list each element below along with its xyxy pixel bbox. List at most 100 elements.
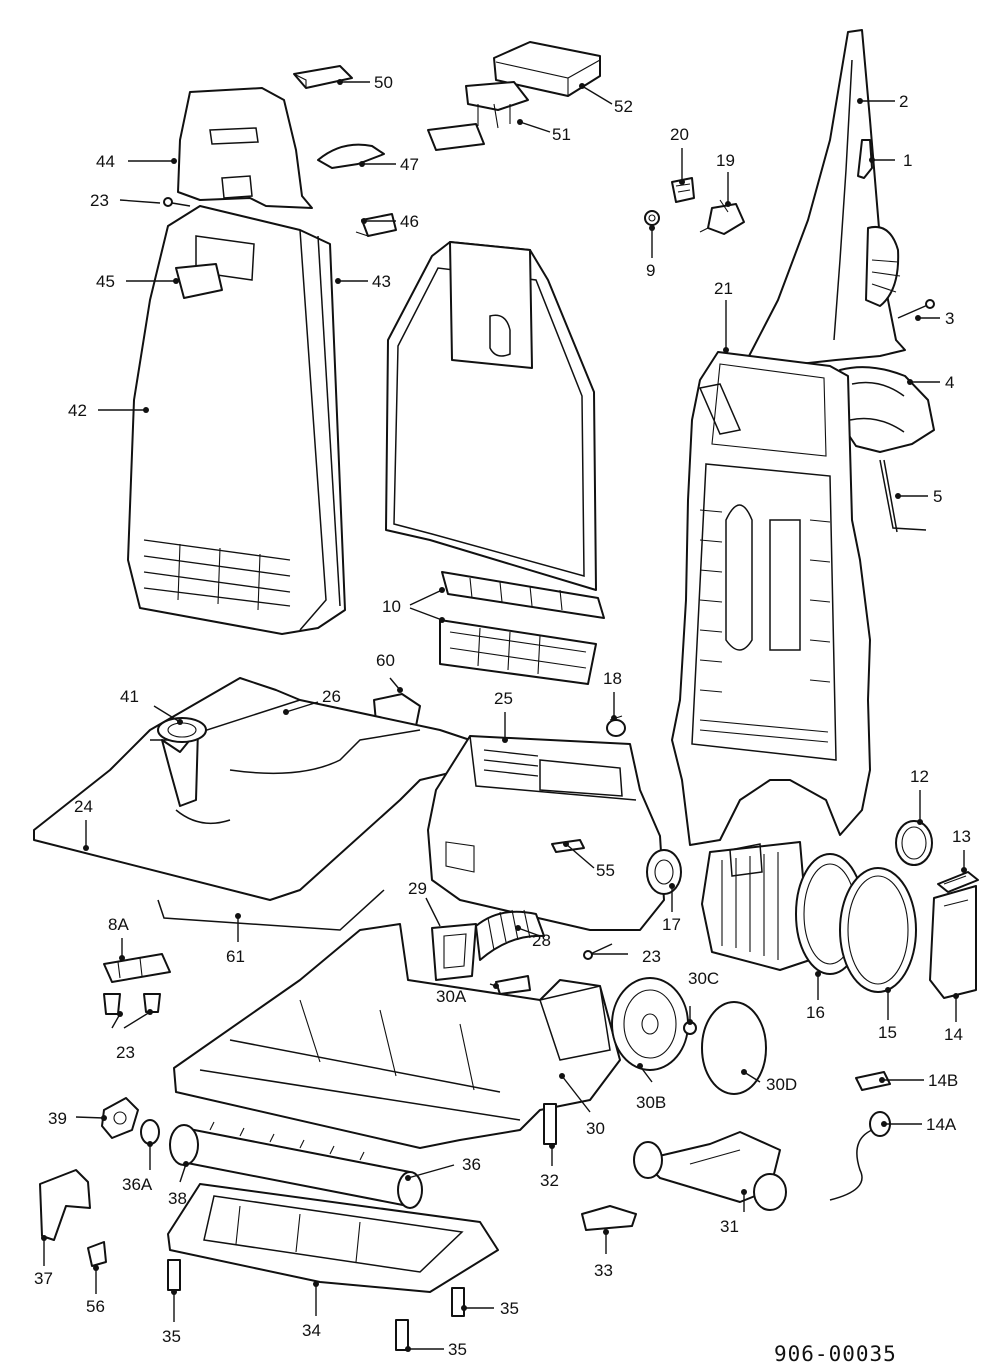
label-14a: 14A [926, 1115, 957, 1134]
label-39: 39 [48, 1109, 67, 1128]
part-30-base [173, 923, 621, 1149]
part-46-clip [355, 213, 397, 237]
part-9-washer [644, 210, 660, 226]
leader-lines [41, 79, 967, 1352]
label-30: 30 [586, 1119, 605, 1138]
part-31-wheel-carriage [633, 1131, 787, 1211]
part-20-switch [671, 177, 695, 203]
label-10: 10 [382, 597, 401, 616]
label-23-mid: 23 [642, 947, 661, 966]
label-30a: 30A [436, 987, 467, 1006]
label-42: 42 [68, 401, 87, 420]
part-44-top-cap [177, 87, 313, 209]
part-30a-axle [495, 975, 531, 995]
label-30d: 30D [766, 1075, 797, 1094]
label-51: 51 [552, 125, 571, 144]
label-46: 46 [400, 212, 419, 231]
label-41: 41 [120, 687, 139, 706]
label-32: 32 [540, 1171, 559, 1190]
label-56: 56 [86, 1297, 105, 1316]
label-30b: 30B [636, 1093, 666, 1112]
part-28-hose [475, 909, 545, 961]
drawing-reference-number: 906-00035 [774, 1342, 897, 1366]
label-4: 4 [945, 373, 954, 392]
part-35-screws [167, 1259, 465, 1351]
part-51-switch-assembly [427, 81, 529, 151]
label-61: 61 [226, 947, 245, 966]
part-37-guard [39, 1169, 91, 1241]
label-35-bottom: 35 [448, 1340, 467, 1359]
part-3-screw [865, 226, 935, 319]
part-32-screw [543, 1103, 557, 1145]
part-29-elbow [431, 923, 477, 981]
part-33-bracket [581, 1205, 637, 1231]
label-34: 34 [302, 1321, 321, 1340]
part-14-filter-housing [929, 885, 977, 999]
part-2-handle [747, 29, 906, 369]
part-23-screw-mid [583, 943, 613, 960]
label-12: 12 [910, 767, 929, 786]
part-36a-bearing [140, 1119, 160, 1145]
part-50-clip [293, 65, 353, 89]
label-45: 45 [96, 272, 115, 291]
label-30c: 30C [688, 969, 719, 988]
label-38: 38 [168, 1189, 187, 1208]
label-50: 50 [374, 73, 393, 92]
label-23-left: 23 [116, 1043, 135, 1062]
label-36a: 36A [122, 1175, 153, 1194]
part-12-ring [895, 820, 933, 866]
label-24: 24 [74, 797, 93, 816]
part-23-screw-top [163, 197, 191, 207]
label-23-top: 23 [90, 191, 109, 210]
part-4-hose-cuff [835, 366, 935, 453]
part-30b-wheel [611, 977, 689, 1071]
part-39-bearing [101, 1097, 139, 1139]
label-25: 25 [494, 689, 513, 708]
label-28: 28 [532, 931, 551, 950]
part-14b-label [855, 1071, 891, 1091]
part-45-latch [175, 263, 223, 299]
part-14a-cord [829, 1111, 891, 1201]
part-15-fan-ring [839, 867, 917, 993]
part-30d-cap [701, 1001, 767, 1095]
label-47: 47 [400, 155, 419, 174]
label-33: 33 [594, 1261, 613, 1280]
label-14: 14 [944, 1025, 963, 1044]
label-16: 16 [806, 1003, 825, 1022]
part-42-bag-cover [127, 205, 346, 635]
label-1: 1 [903, 151, 912, 170]
part-21-body-shell [671, 351, 871, 846]
part-61-rod [157, 889, 385, 931]
label-37: 37 [34, 1269, 53, 1288]
label-5: 5 [933, 487, 942, 506]
part-8a-bracket [103, 953, 171, 983]
label-36: 36 [462, 1155, 481, 1174]
callout-labels: 2 1 3 4 5 8A 9 10 12 13 14 14A 14B 15 16… [34, 73, 971, 1366]
label-13: 13 [952, 827, 971, 846]
label-55: 55 [596, 861, 615, 880]
label-17: 17 [662, 915, 681, 934]
label-15: 15 [878, 1023, 897, 1042]
label-9: 9 [646, 261, 655, 280]
bag [385, 241, 597, 591]
part-25-motor-cover [427, 735, 665, 931]
label-52: 52 [614, 97, 633, 116]
label-21: 21 [714, 279, 733, 298]
part-5-cord-wrap [879, 459, 927, 533]
part-13-filter [937, 871, 979, 893]
label-2: 2 [899, 92, 908, 111]
label-14b: 14B [928, 1071, 958, 1090]
part-47-latch [317, 143, 385, 169]
label-20: 20 [670, 125, 689, 144]
label-3: 3 [945, 309, 954, 328]
label-44: 44 [96, 152, 115, 171]
label-31: 31 [720, 1217, 739, 1236]
part-16-motor [701, 841, 865, 975]
part-10-filters [439, 571, 605, 685]
part-19-switch [699, 199, 745, 235]
part-34-bottom-plate [167, 1183, 499, 1293]
label-8a: 8A [108, 915, 129, 934]
part-1-clip [857, 139, 873, 179]
label-35-left: 35 [162, 1327, 181, 1346]
